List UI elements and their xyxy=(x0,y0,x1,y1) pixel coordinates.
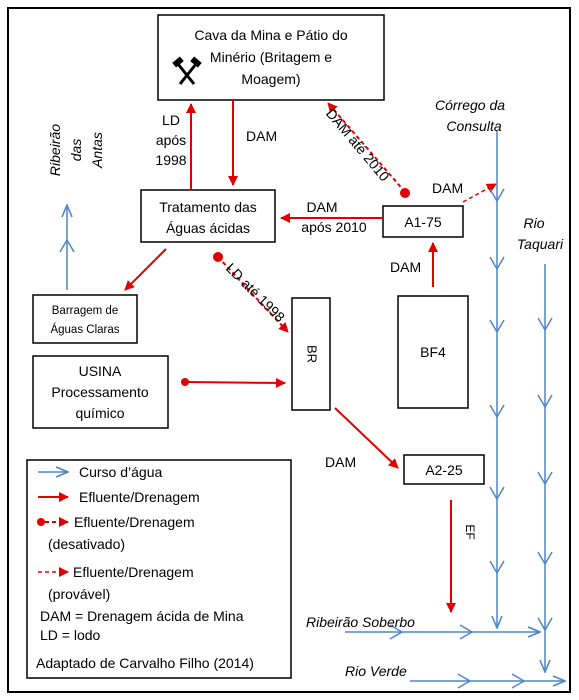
label-dam-after-2010-line-2: após 2010 xyxy=(301,219,367,235)
br-box: BR xyxy=(291,297,331,411)
label-dam-until-2010: DAM até 2010 xyxy=(323,105,393,184)
legend-source: Adaptado de Carvalho Filho (2014) xyxy=(36,655,254,671)
flow-br-to-a2 xyxy=(334,407,399,469)
deactivated-origin-dot-2 xyxy=(213,252,223,262)
br-label: BR xyxy=(305,345,320,363)
label-dam-down: DAM xyxy=(246,128,277,144)
plant-line-1: USINA xyxy=(79,363,122,379)
label-corrego-line-1: Córrego da xyxy=(435,97,505,113)
label-ef: EF xyxy=(463,524,477,539)
mine-pit-box: Cava da Mina e Pátio do Minério (Britage… xyxy=(157,14,385,101)
mine-pit-line-2: Minério (Britagem e xyxy=(210,49,332,65)
legend-probable-line-2: (provável) xyxy=(48,586,110,602)
label-corrego-line-2: Consulta xyxy=(446,118,501,134)
plant-flow-dot xyxy=(181,378,189,386)
flow-treatment-to-br-deactivated xyxy=(217,256,289,333)
label-dam-br-a2: DAM xyxy=(325,454,356,470)
flow-treatment-to-clear-dam xyxy=(124,248,167,291)
stream-ribeirao-soberbo xyxy=(345,624,540,640)
deactivated-origin-dot xyxy=(400,188,410,198)
label-taquari-line-1: Rio xyxy=(523,215,544,231)
label-dam-probable: DAM xyxy=(432,180,463,196)
outer-frame xyxy=(7,7,571,693)
legend: Curso d’água Efluente/Drenagem Efluente/… xyxy=(26,459,292,679)
plant-line-2: Processamento xyxy=(51,384,148,400)
legend-probable-line-1: Efluente/Drenagem xyxy=(73,564,194,580)
flow-a1-probable xyxy=(462,183,497,203)
legend-dam-definition: DAM = Drenagem ácida de Mina xyxy=(40,608,244,624)
clear-dam-line-1: Barragem de xyxy=(52,305,118,317)
legend-frame xyxy=(26,459,292,679)
a2-25-label: A2-25 xyxy=(425,462,463,478)
clear-water-dam-box: Barragem de Águas Claras xyxy=(32,294,138,344)
legend-deactivated-dot xyxy=(37,518,45,526)
label-rio-verde: Rio Verde xyxy=(345,663,407,679)
legend-ld-definition: LD = lodo xyxy=(40,627,101,643)
plant-line-3: químico xyxy=(75,405,124,421)
treatment-line-1: Tratamento das xyxy=(159,199,257,215)
mine-pit-line-3: Moagem) xyxy=(241,71,300,87)
label-ld-line-3: 1998 xyxy=(155,152,186,168)
a1-75-label: A1-75 xyxy=(404,214,442,230)
label-ld-until-1998: LD até 1998 xyxy=(223,260,288,325)
label-dam-up: DAM xyxy=(390,259,421,275)
label-dam-after-2010-line-1: DAM xyxy=(306,199,337,215)
a1-75-box: A1-75 xyxy=(382,205,464,238)
label-ld-line-2: após xyxy=(156,132,186,148)
a2-25-box: A2-25 xyxy=(403,454,485,485)
label-ld-line-1: LD xyxy=(162,112,180,128)
bf4-label: BF4 xyxy=(420,344,446,360)
label-ribeirao-antas-1: Ribeirão xyxy=(47,124,63,176)
treatment-box: Tratamento das Águas ácidas xyxy=(140,189,276,243)
bf4-box: BF4 xyxy=(397,295,469,409)
legend-effluent: Efluente/Drenagem xyxy=(79,489,200,505)
legend-deactivated-line-2: (desativado) xyxy=(48,536,125,552)
label-taquari-line-2: Taquari xyxy=(517,236,564,252)
treatment-line-2: Águas ácidas xyxy=(166,220,250,236)
clear-dam-line-2: Águas Claras xyxy=(50,323,119,336)
flow-a1-to-pit-deactivated xyxy=(327,102,406,193)
label-ribeirao-antas-2: das xyxy=(68,139,84,162)
stream-rio-taquari xyxy=(537,264,553,672)
legend-watercourse: Curso d’água xyxy=(79,464,162,480)
chemical-plant-box: USINA Processamento químico xyxy=(32,355,169,429)
stream-corrego-consulta xyxy=(489,130,505,628)
flow-plant-to-br xyxy=(184,377,286,388)
legend-deactivated-line-1: Efluente/Drenagem xyxy=(74,514,195,530)
label-ribeirao-soberbo: Ribeirão Soberbo xyxy=(306,614,415,630)
stream-ribeirao-antas xyxy=(59,205,75,290)
crossed-hammers-icon xyxy=(172,56,202,85)
mine-pit-line-1: Cava da Mina e Pátio do xyxy=(194,27,348,43)
stream-rio-verde xyxy=(410,673,565,689)
label-ribeirao-antas-3: Antas xyxy=(89,132,105,169)
